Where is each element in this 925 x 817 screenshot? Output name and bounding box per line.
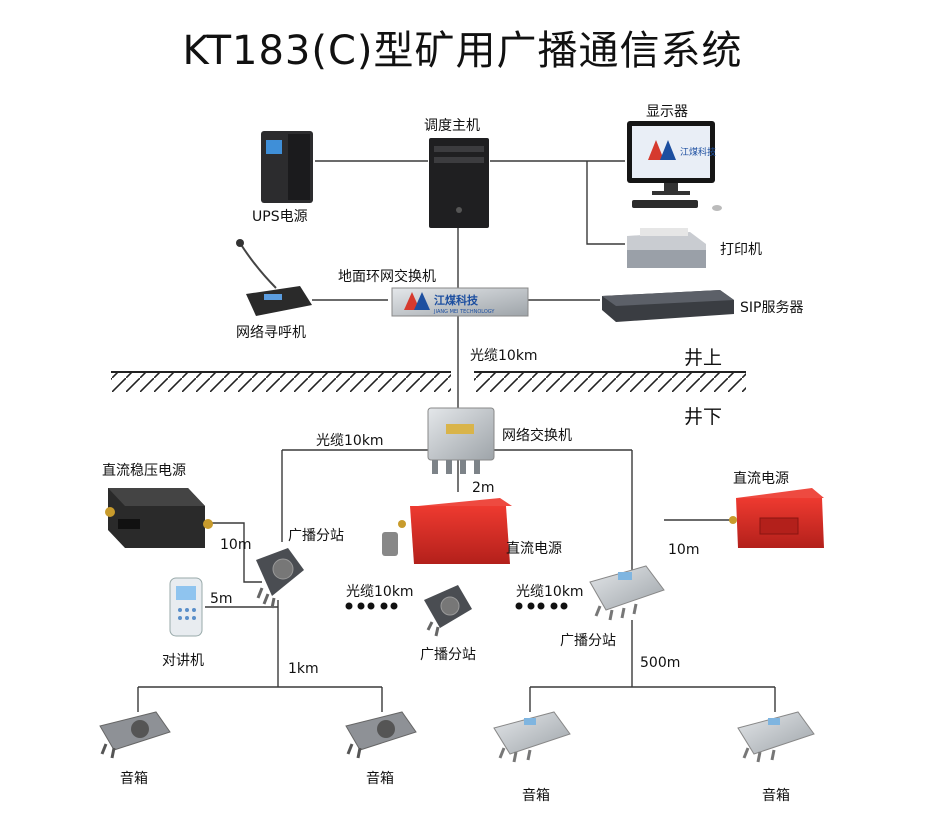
ground-divider	[111, 371, 746, 392]
net-switch-device	[427, 407, 495, 474]
ellipsis-dots-left	[345, 602, 398, 610]
speaker-3-device	[493, 711, 571, 763]
station-right-device	[589, 565, 665, 621]
sip-server-device	[602, 290, 734, 322]
label-station-left: 广播分站	[288, 528, 344, 544]
label-2m: 2m	[472, 480, 495, 496]
dc-right-device	[729, 488, 824, 548]
label-dispatch-host: 调度主机	[424, 118, 480, 134]
label-10m-left: 10m	[220, 537, 252, 553]
label-intercom: 对讲机	[162, 653, 204, 669]
monitor-brand: 江煤科技	[680, 146, 716, 158]
label-trunk-cable: 光缆10km	[470, 348, 538, 364]
switch-brand: 江煤科技	[434, 293, 479, 307]
label-station-right: 广播分站	[560, 633, 616, 649]
label-5m: 5m	[210, 591, 233, 607]
intercom-device	[169, 577, 203, 637]
dc-regulated-device	[105, 488, 213, 548]
label-speaker-3: 音箱	[522, 788, 550, 804]
switch-brand-sub: JIANG MEI TECHNOLOGY	[433, 309, 495, 315]
dispatch-host-device	[429, 138, 489, 228]
speaker-4-device	[737, 711, 815, 763]
paging-device	[236, 239, 312, 316]
label-10m-right: 10m	[668, 542, 700, 558]
printer-link	[586, 161, 625, 245]
label-speaker-4: 音箱	[762, 788, 790, 804]
label-speaker-2: 音箱	[366, 771, 394, 787]
label-ring-switch: 地面环网交换机	[338, 269, 436, 285]
ellipsis-dots-right	[515, 602, 568, 610]
printer-device	[627, 228, 706, 268]
label-left-cable: 光缆10km	[316, 433, 384, 449]
label-500m: 500m	[640, 655, 681, 671]
dc-center-device	[382, 498, 512, 564]
label-printer: 打印机	[720, 242, 762, 258]
label-dc-regulated: 直流稳压电源	[102, 463, 186, 479]
label-net-switch: 网络交换机	[502, 428, 572, 444]
label-monitor: 显示器	[646, 104, 688, 120]
speaker-1-device	[99, 711, 171, 759]
monitor-device: 江煤科技	[627, 121, 722, 211]
label-cable-mid-b: 光缆10km	[516, 584, 584, 600]
label-paging: 网络寻呼机	[236, 325, 306, 341]
station-center-device	[424, 585, 472, 637]
diagram-title: KT183(C)型矿用广播通信系统	[182, 28, 743, 74]
ring-switch-device: 江煤科技 JIANG MEI TECHNOLOGY	[391, 287, 529, 317]
label-station-center: 广播分站	[420, 647, 476, 663]
label-sip-server: SIP服务器	[740, 300, 804, 316]
connection-lines	[137, 160, 776, 712]
ups-device	[261, 131, 313, 203]
label-above-ground: 井上	[684, 347, 723, 369]
label-below-ground: 井下	[684, 406, 723, 428]
label-cable-mid-a: 光缆10km	[346, 584, 414, 600]
label-dc-center: 直流电源	[506, 541, 562, 557]
label-speaker-1: 音箱	[120, 771, 148, 787]
label-1km: 1km	[288, 661, 319, 677]
label-dc-right: 直流电源	[733, 471, 789, 487]
label-ups: UPS电源	[252, 209, 308, 225]
station-left-device	[256, 548, 304, 609]
speaker-2-device	[345, 711, 417, 759]
dc-left-link	[205, 522, 262, 583]
